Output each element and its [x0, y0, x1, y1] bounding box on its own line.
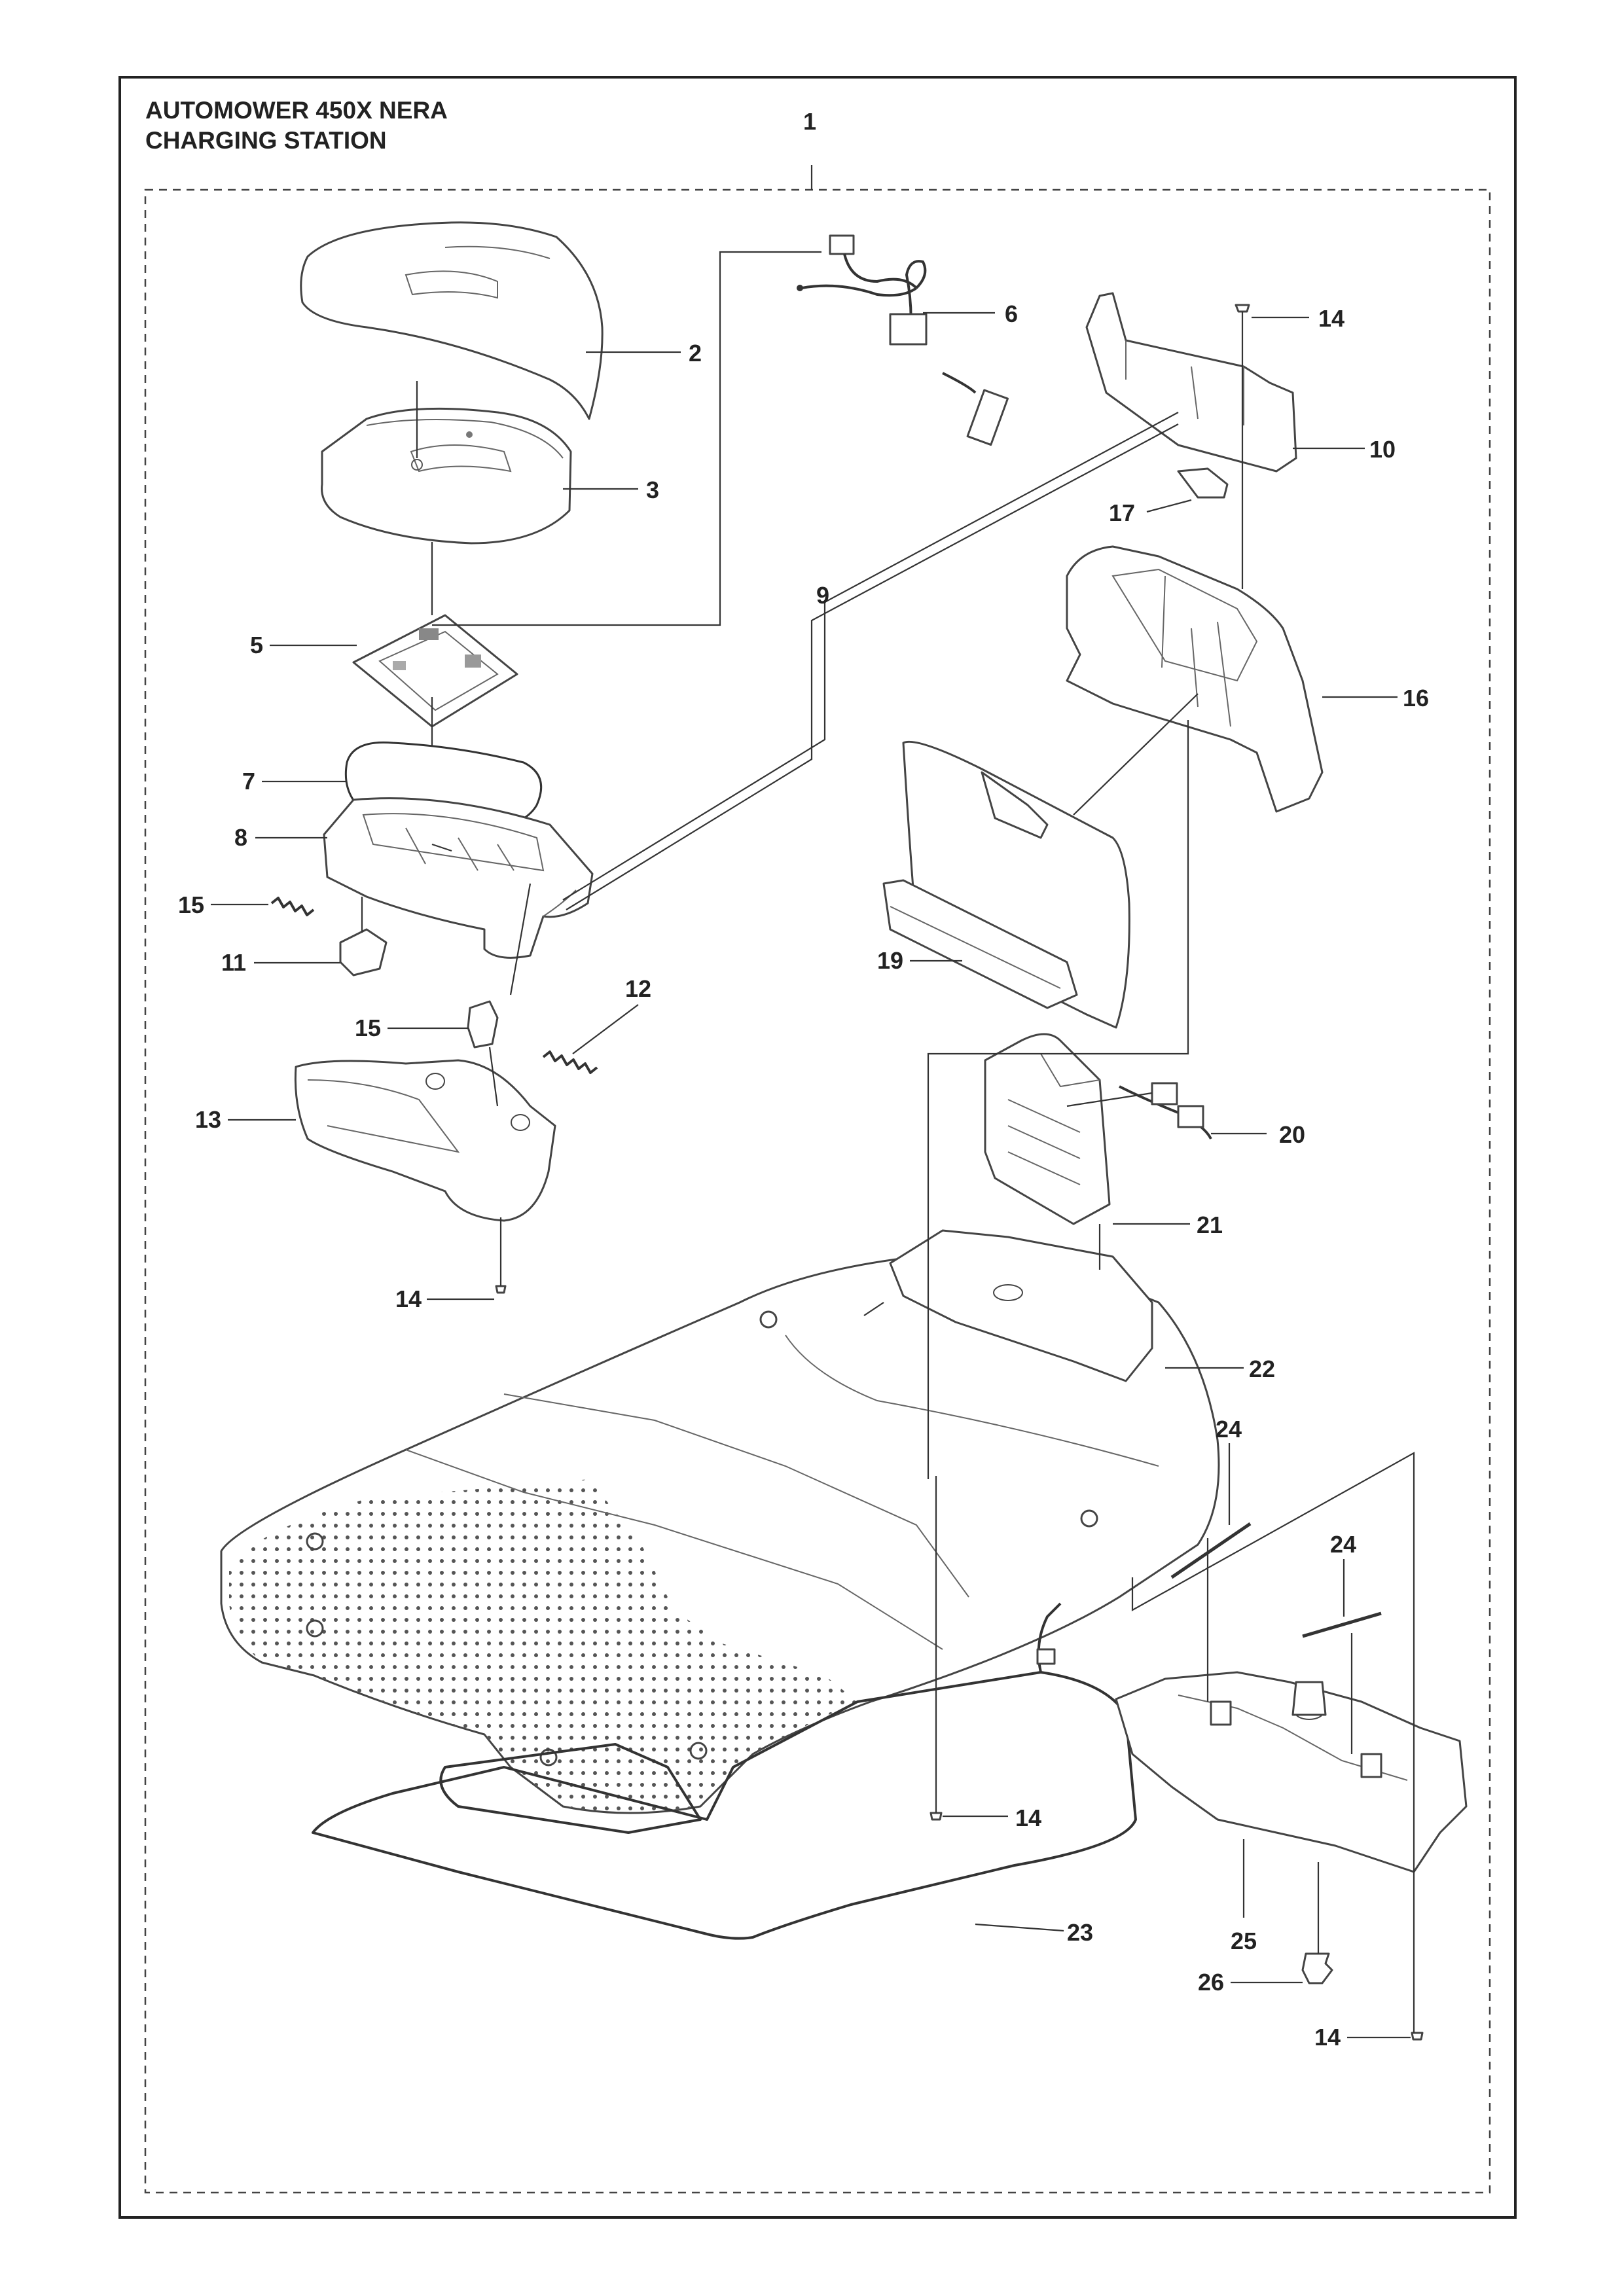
svg-text:14: 14: [1318, 305, 1344, 332]
part-base-frame: [1115, 1671, 1468, 1873]
callout-21: 21: [1113, 1211, 1223, 1238]
part-strip-b: [1302, 1611, 1382, 1638]
svg-text:6: 6: [1005, 300, 1018, 327]
part-circuit-board: [352, 614, 518, 728]
callout-23: 23: [975, 1919, 1093, 1946]
svg-text:22: 22: [1249, 1355, 1275, 1382]
part-connector-housing: [984, 1033, 1111, 1225]
callout-11: 11: [221, 949, 340, 976]
svg-text:23: 23: [1067, 1919, 1093, 1946]
svg-text:19: 19: [877, 947, 903, 974]
callout-14-bottom-right: 14: [1314, 2024, 1411, 2051]
svg-text:15: 15: [355, 1014, 381, 1041]
callout-17: 17: [1109, 499, 1192, 526]
part-front-housing: [1066, 545, 1324, 813]
callout-10: 10: [1293, 436, 1396, 463]
svg-text:21: 21: [1197, 1211, 1223, 1238]
svg-text:14: 14: [395, 1285, 422, 1312]
callout-24-upper: 24: [1216, 1416, 1242, 1525]
part-rear-bracket: [1085, 292, 1297, 473]
callout-12: 15: [355, 1014, 469, 1041]
svg-text:12: 12: [625, 975, 651, 1002]
callout-3: 3: [563, 476, 659, 503]
part-latch: [339, 928, 388, 977]
callout-19: 19: [877, 947, 962, 974]
svg-text:24: 24: [1330, 1531, 1356, 1558]
svg-text:7: 7: [242, 768, 255, 795]
callout-20: 20: [1211, 1121, 1305, 1148]
part-base-plate: [220, 1229, 1220, 1814]
callout-14-left: 14: [395, 1285, 494, 1312]
callout-7: 7: [242, 768, 347, 795]
part-cable-harness: [797, 234, 1009, 446]
callout-14-top: 14: [1252, 305, 1344, 332]
assembly-boundary: [144, 188, 1491, 2194]
callout-2: 2: [586, 340, 702, 367]
svg-text:2: 2: [689, 340, 702, 367]
part-spring-lower: [542, 1050, 598, 1074]
svg-text:11: 11: [221, 949, 246, 976]
svg-text:25: 25: [1231, 1928, 1257, 1954]
part-screw-c: [929, 1812, 943, 1821]
svg-text:3: 3: [646, 476, 659, 503]
svg-text:1: 1: [803, 108, 816, 135]
callout-8: 8: [234, 824, 327, 851]
part-contact: [467, 1000, 499, 1049]
callout-14-bottom-mid: 14: [943, 1804, 1041, 1831]
callout-16: 16: [1322, 685, 1429, 711]
svg-text:24: 24: [1216, 1416, 1242, 1443]
callout-22: 22: [1165, 1355, 1275, 1382]
part-loop-wire: [312, 1602, 1137, 1940]
part-flap: [882, 740, 1130, 1029]
svg-text:17: 17: [1109, 499, 1135, 526]
part-spring-upper: [270, 897, 315, 916]
svg-text:26: 26: [1198, 1969, 1224, 1996]
svg-text:5: 5: [250, 632, 263, 658]
part-strip-a: [1170, 1522, 1252, 1579]
callout-15-right: 12: [572, 975, 651, 1054]
part-screw-a: [495, 1285, 507, 1294]
svg-text:16: 16: [1403, 685, 1429, 711]
svg-text:15: 15: [178, 891, 204, 918]
part-screw-d: [1411, 2032, 1424, 2041]
part-top-cover: [300, 221, 604, 420]
outer-frame: [118, 76, 1517, 2219]
part-cover-plate: [321, 407, 572, 545]
svg-text:14: 14: [1015, 1804, 1041, 1831]
part-lower-housing: [323, 797, 594, 959]
svg-text:8: 8: [234, 824, 247, 851]
svg-text:13: 13: [195, 1106, 221, 1133]
callout-24-lower: 24: [1330, 1531, 1356, 1617]
callout-9: 9: [816, 582, 829, 609]
callout-5: 5: [250, 632, 357, 658]
svg-text:10: 10: [1369, 436, 1396, 463]
part-screw-b: [1235, 304, 1250, 313]
svg-text:9: 9: [816, 582, 829, 609]
part-connector-cable: [1119, 1082, 1212, 1139]
diagram-title-assembly: CHARGING STATION: [145, 127, 387, 154]
callout-6: 6: [923, 300, 1018, 327]
svg-text:14: 14: [1314, 2024, 1341, 2051]
svg-text:20: 20: [1279, 1121, 1305, 1148]
callout-13: 13: [195, 1106, 296, 1133]
part-base-housing: [294, 1059, 556, 1222]
callout-1: 1: [803, 108, 816, 135]
part-foot: [1301, 1952, 1333, 1984]
callout-15-left: 15: [178, 891, 268, 918]
callout-26: 26: [1198, 1969, 1303, 1996]
diagram-title-model: AUTOMOWER 450X NERA: [145, 97, 448, 124]
callout-25: 25: [1231, 1839, 1257, 1954]
part-clip: [1177, 467, 1229, 499]
